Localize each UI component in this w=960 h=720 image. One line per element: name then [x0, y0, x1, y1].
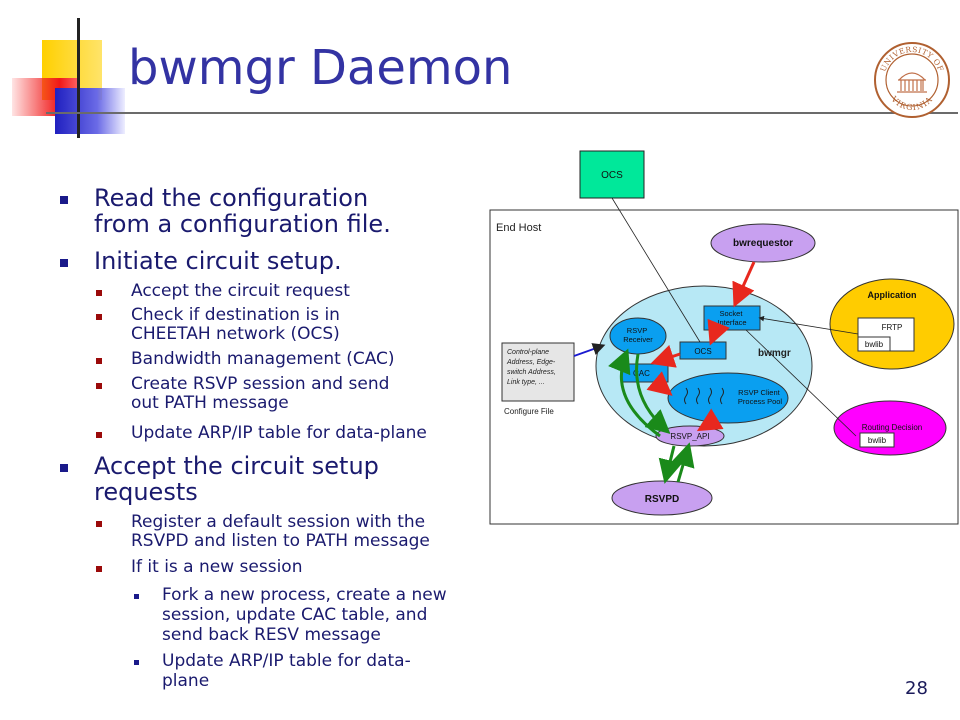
sub-bullet-item: Register a default session with the RSVP…	[131, 513, 430, 551]
sub-bullet-marker	[96, 358, 102, 364]
sub-sub-bullet-line: send back RESV message	[162, 625, 381, 645]
socket-interface-label: Socket Interface	[717, 309, 746, 327]
sub-sub-bullet-line: Update ARP/IP table for data-	[162, 651, 411, 671]
bullet-line: requests	[94, 478, 198, 506]
sub-bullet-line: RSVPD and listen to PATH message	[131, 531, 430, 551]
bwlib-app-box	[857, 336, 891, 352]
config-file-text: Control-plane Address, Edge- switch Addr…	[506, 349, 558, 386]
bullet-item: Initiate circuit setup.	[94, 248, 342, 274]
sub-sub-bullet-line: session, update CAC table, and	[162, 605, 428, 625]
routing-to-socket-line	[745, 329, 857, 437]
sub-bullet-line: Create RSVP session and send	[131, 374, 390, 394]
sub-bullet-item: Create RSVP session and send out PATH me…	[131, 375, 389, 413]
bwlib-routing-box	[859, 432, 895, 448]
sub-bullet-item: If it is a new session	[131, 558, 302, 577]
bwlib-app-label: bwlib	[865, 340, 884, 349]
sub-bullet-line: CHEETAH network (OCS)	[131, 324, 340, 344]
sub-bullet-marker	[96, 383, 102, 389]
corner-decoration	[0, 0, 130, 140]
slide-title: bwmgr Daemon	[128, 40, 513, 96]
red-arrow-cac-pool	[646, 371, 673, 396]
sub-bullet-line: Bandwidth management (CAC)	[131, 349, 395, 369]
config-file-label: Configure File	[504, 407, 554, 416]
sub-bullet-marker	[96, 432, 102, 438]
sub-sub-bullet-item: Update ARP/IP table for data- plane	[162, 651, 411, 691]
green-arrow-rsvpd-api-2	[671, 442, 695, 483]
cac-label: CAC	[633, 369, 650, 378]
sub-bullet-marker	[96, 521, 102, 527]
sub-bullet-marker	[96, 314, 102, 320]
ocs-to-ocs-inner-line	[611, 197, 701, 343]
ocs-inner-label: OCS	[694, 347, 711, 356]
sub-sub-bullet-item: Fork a new process, create a new session…	[162, 585, 447, 645]
sub-bullet-line: Accept the circuit request	[131, 281, 350, 301]
green-arrow-receiver-api-2	[635, 353, 671, 434]
sub-bullet-line: out PATH message	[131, 393, 289, 413]
rsvp-client-pool-label: RSVP Client Process Pool	[738, 388, 783, 406]
rsvp-api-label: RSVP_API	[670, 432, 709, 441]
sub-bullet-item: Accept the circuit request	[131, 282, 350, 301]
sub-bullet-line: Register a default session with the	[131, 512, 426, 532]
sub-bullet-line: If it is a new session	[131, 557, 303, 577]
ocs-box	[579, 150, 645, 199]
red-arrow-ocs-cac	[650, 344, 681, 368]
sub-bullet-line: Update ARP/IP table for data-plane	[131, 423, 427, 443]
bwrequestor-label: bwrequestor	[733, 238, 793, 249]
bullet-item: Accept the circuit setup requests	[94, 453, 379, 505]
title-divider	[46, 112, 958, 114]
red-arrow-pool-api	[696, 408, 724, 432]
sub-sub-bullet-marker	[134, 594, 139, 599]
page-number: 28	[905, 678, 928, 699]
bullet-marker	[60, 196, 68, 204]
application-label: Application	[868, 290, 917, 300]
sub-sub-bullet-line: plane	[162, 671, 210, 691]
frtp-label: FRTP	[882, 323, 903, 332]
sub-bullet-item: Check if destination is in CHEETAH netwo…	[131, 306, 340, 344]
bullet-item: Read the configuration from a configurat…	[94, 185, 391, 237]
ocs-inner-box	[679, 341, 727, 360]
sub-bullet-line: Check if destination is in	[131, 305, 340, 325]
config-to-bwmgr-arrow	[573, 343, 606, 357]
sub-bullet-item: Update ARP/IP table for data-plane	[131, 424, 427, 443]
red-arrow-socket-ocs	[707, 318, 730, 346]
app-to-socket-line	[758, 315, 859, 335]
bwmgr-architecture-diagram: End Host OCS bwmgr bwrequestor Socket In…	[489, 150, 959, 525]
bwmgr-label: bwmgr	[758, 348, 791, 359]
bullet-line: Read the configuration	[94, 184, 369, 212]
routing-decision-label: Routing Decision	[862, 423, 922, 432]
deco-blue-square	[55, 88, 125, 134]
rsvpd-label: RSVPD	[645, 494, 679, 505]
process-squiggle-icon	[684, 387, 724, 405]
sub-bullet-marker	[96, 290, 102, 296]
university-seal-logo: UNIVERSITY OF VIRGINIA	[874, 42, 950, 118]
sub-sub-bullet-line: Fork a new process, create a new	[162, 585, 447, 605]
red-arrows	[646, 261, 756, 432]
bwlib-routing-label: bwlib	[868, 436, 887, 445]
sub-bullet-item: Bandwidth management (CAC)	[131, 350, 395, 369]
red-arrow-bwrequestor-socket	[732, 261, 756, 308]
rotunda-icon	[897, 72, 927, 93]
bwrequestor-ellipse	[710, 223, 816, 263]
bullet-line: Accept the circuit setup	[94, 452, 379, 480]
end-host-label: End Host	[496, 222, 541, 234]
rsvp-receiver-label: RSVP Receiver	[623, 326, 653, 344]
ocs-box-label: OCS	[601, 170, 623, 181]
sub-bullet-marker	[96, 566, 102, 572]
bullet-line: Initiate circuit setup.	[94, 247, 342, 275]
deco-vertical-line	[77, 18, 80, 138]
bullet-line: from a configuration file.	[94, 210, 391, 238]
config-file-box	[501, 342, 575, 402]
bullet-marker	[60, 464, 68, 472]
bullet-marker	[60, 259, 68, 267]
green-arrows	[608, 348, 695, 484]
sub-sub-bullet-marker	[134, 660, 139, 665]
